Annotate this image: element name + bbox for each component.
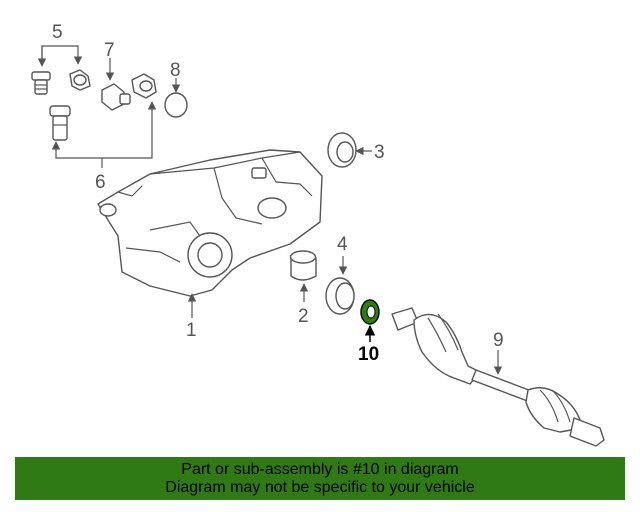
callout-1[interactable]: 1 (186, 320, 197, 341)
part-9-axle-shaft[interactable] (391, 307, 605, 447)
part-4-seal[interactable] (325, 277, 355, 315)
info-banner: Part or sub-assembly is #10 in diagram D… (15, 457, 625, 500)
callout-9[interactable]: 9 (493, 330, 504, 351)
part-8-o-ring[interactable] (164, 92, 188, 118)
parts-diagram: 5 7 8 6 (31, 22, 605, 447)
part-7-plug[interactable] (101, 83, 131, 111)
part-2-bushing[interactable] (289, 250, 317, 281)
part-5-filler-plug[interactable] (69, 69, 91, 91)
callout-8[interactable]: 8 (170, 60, 181, 81)
callout-6[interactable]: 6 (95, 172, 106, 193)
callout-7[interactable]: 7 (104, 40, 115, 61)
banner-line-1: Part or sub-assembly is #10 in diagram (181, 460, 459, 478)
part-6-bolt[interactable] (49, 105, 71, 141)
leader-5 (37, 45, 83, 67)
part-1-differential-housing[interactable] (97, 149, 323, 297)
part-3-seal[interactable] (327, 132, 357, 168)
callout-5[interactable]: 5 (52, 22, 63, 43)
callout-4[interactable]: 4 (337, 234, 348, 255)
callout-2[interactable]: 2 (298, 306, 309, 327)
callout-3[interactable]: 3 (374, 142, 385, 163)
part-10-snap-ring[interactable] (360, 299, 380, 325)
callout-10[interactable]: 10 (358, 344, 379, 365)
part-6-plug-right[interactable] (131, 73, 157, 99)
banner-line-2: Diagram may not be specific to your vehi… (165, 478, 475, 496)
leader-6 (51, 101, 157, 168)
part-5-drain-plug[interactable] (31, 71, 51, 95)
